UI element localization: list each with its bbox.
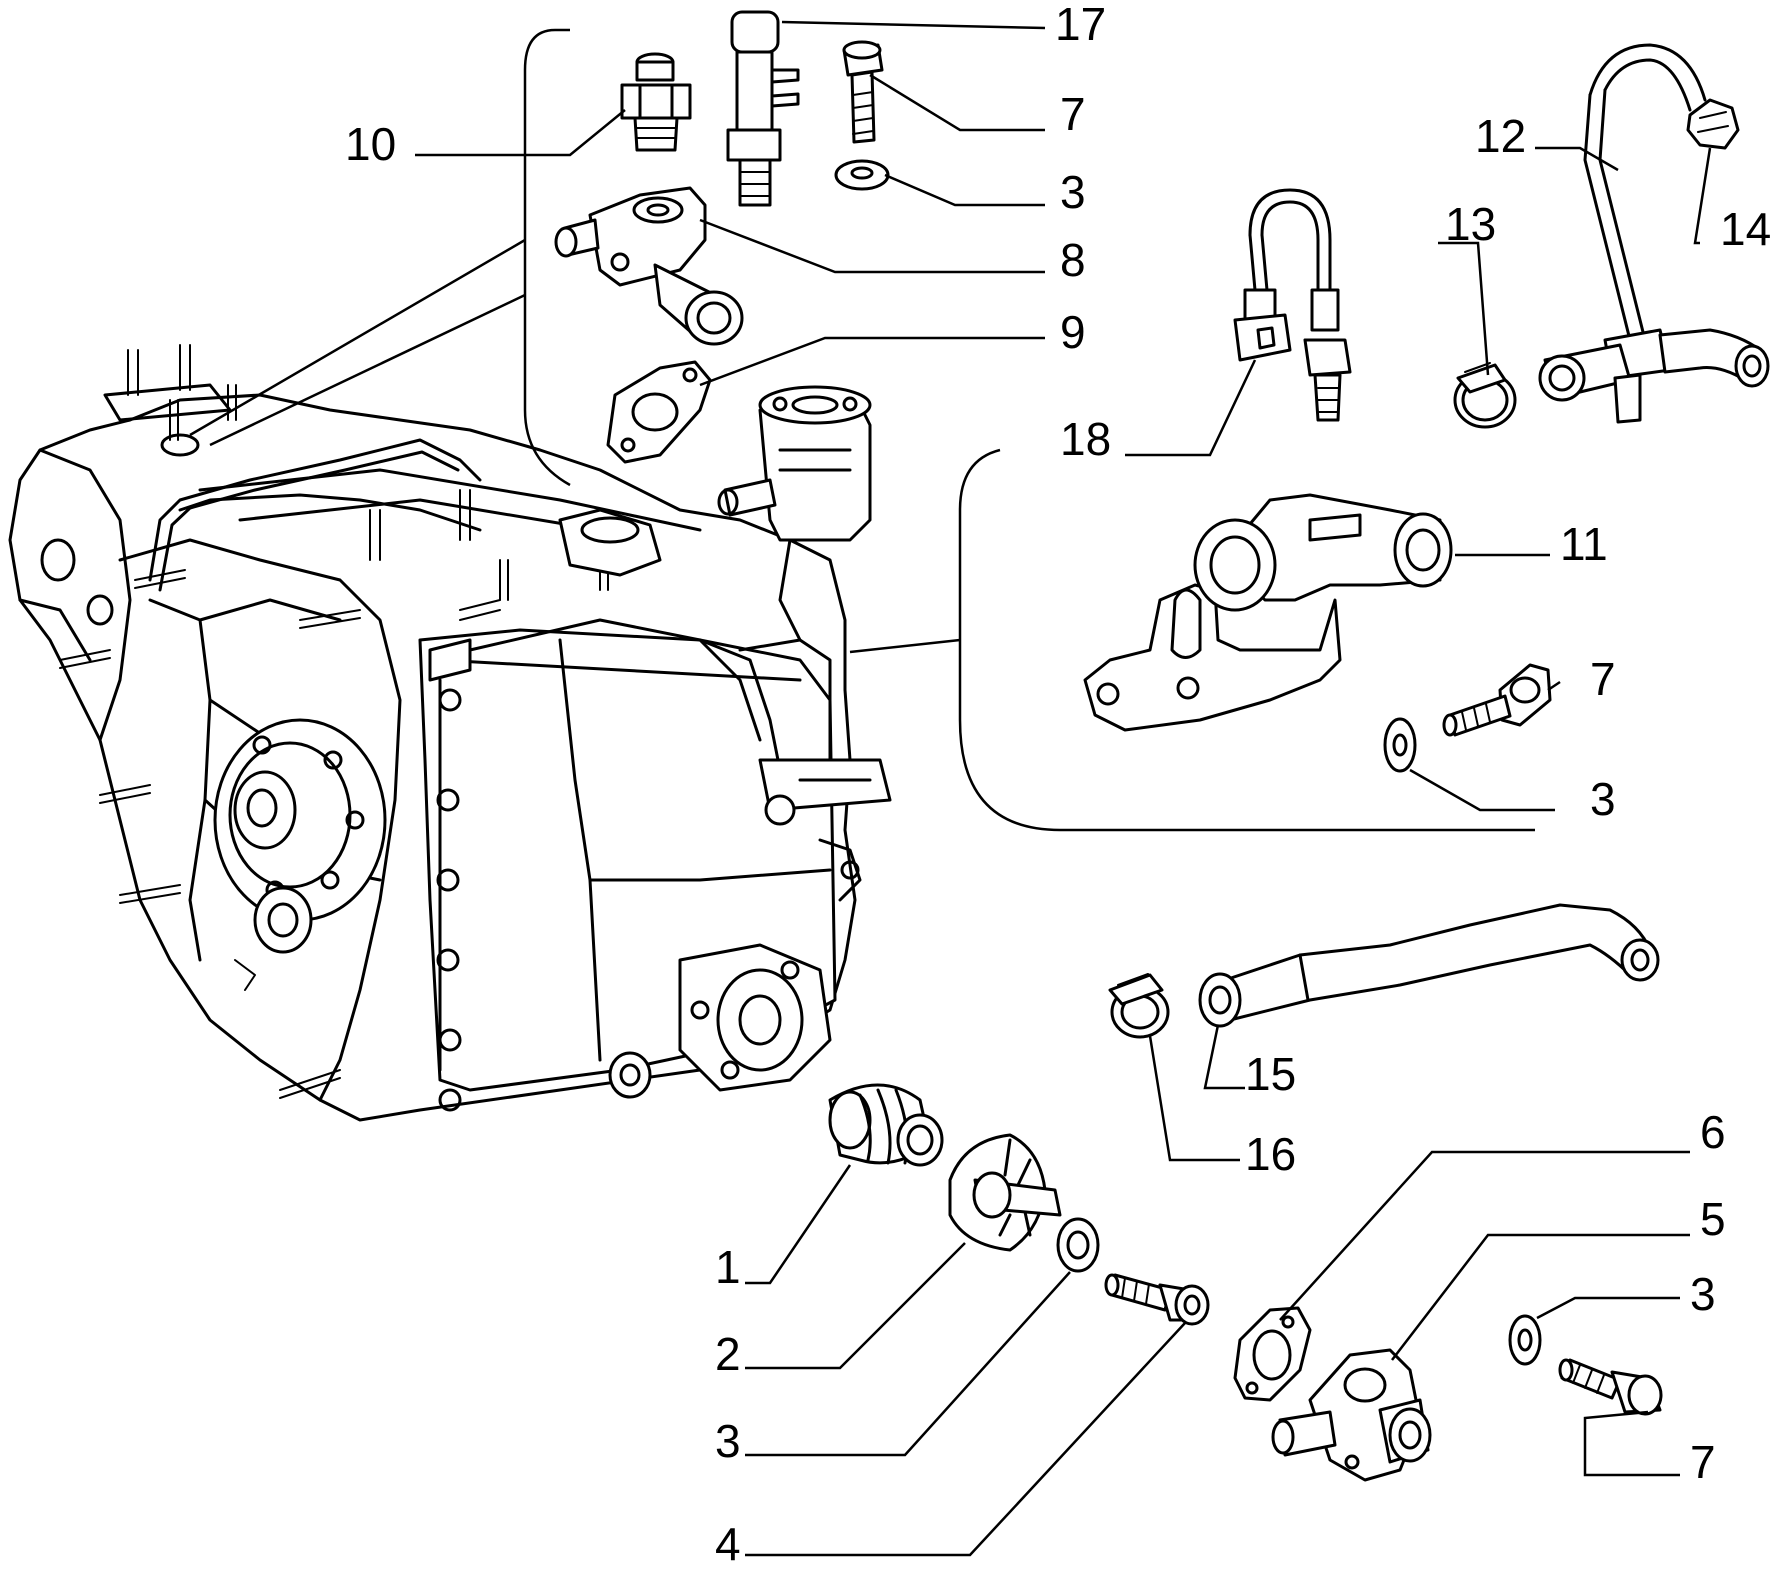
- sensor-wiring-drawing: [1233, 188, 1352, 422]
- callout-labels: 17 7 3 8 9 10 12 13 14 18 11 7 3 15 16 6…: [345, 0, 1771, 1570]
- bleed-valve-drawing: [726, 10, 800, 207]
- callout-12: 12: [1475, 110, 1526, 162]
- group-bracket-top: [189, 28, 571, 487]
- hose-clamp-drawing-16: [1108, 973, 1170, 1039]
- coolant-pipe-bracket-drawing: [1083, 493, 1453, 732]
- washer-drawing-bottom: [1056, 1217, 1100, 1273]
- thermostat-housing-on-case: [717, 385, 872, 642]
- washer-drawing-top: [834, 159, 890, 191]
- callout-14: 14: [1720, 203, 1771, 255]
- bolt-drawing-bottom-right: [1558, 1358, 1663, 1416]
- callout-9: 9: [1060, 306, 1086, 358]
- callout-15: 15: [1245, 1048, 1296, 1100]
- callout-18: 18: [1060, 413, 1111, 465]
- boot-drawing: [828, 1083, 944, 1167]
- callout-7-bottom-right: 7: [1690, 1436, 1716, 1488]
- leader-lines: [415, 20, 1712, 1557]
- callout-7-top: 7: [1060, 88, 1086, 140]
- water-outlet-drawing: [554, 186, 744, 346]
- callout-5: 5: [1700, 1193, 1726, 1245]
- hose-clamp-drawing-13: [1453, 362, 1517, 429]
- callout-11: 11: [1560, 518, 1608, 570]
- callout-3-bottom: 3: [715, 1415, 741, 1467]
- callout-13: 13: [1445, 198, 1496, 250]
- gasket-drawing-top: [606, 360, 712, 464]
- callout-3-top: 3: [1060, 166, 1086, 218]
- bolt-drawing-top: [842, 40, 884, 144]
- screw-drawing: [1104, 1273, 1210, 1326]
- gasket-drawing-bottom: [1233, 1306, 1312, 1402]
- group-bracket-right: [849, 448, 1535, 832]
- callout-2: 2: [715, 1328, 741, 1380]
- washer-drawing-bottom-right: [1508, 1314, 1542, 1366]
- callout-16: 16: [1245, 1128, 1296, 1180]
- callout-4: 4: [715, 1518, 741, 1570]
- callout-7-right: 7: [1590, 653, 1616, 705]
- coolant-hose-drawing-15: [1198, 903, 1660, 1028]
- callout-10: 10: [345, 118, 396, 170]
- callout-6: 6: [1700, 1106, 1726, 1158]
- washer-drawing-right: [1383, 717, 1417, 773]
- water-outlet-drawing-bottom: [1271, 1348, 1432, 1482]
- callout-3-right: 3: [1590, 773, 1616, 825]
- clip-drawing: [1686, 98, 1740, 150]
- coolant-hose-y-drawing: [1538, 43, 1770, 424]
- bolt-drawing-right: [1442, 663, 1552, 737]
- callout-17: 17: [1055, 0, 1106, 50]
- callout-8: 8: [1060, 234, 1086, 286]
- temperature-sender-drawing: [620, 52, 692, 152]
- callout-3-bottom-right: 3: [1690, 1268, 1716, 1320]
- stud-bolts: [59, 569, 361, 1099]
- gear-drawing: [948, 1133, 1062, 1252]
- callout-1: 1: [715, 1241, 741, 1293]
- gearbox-housing-drawing: [8, 344, 892, 1122]
